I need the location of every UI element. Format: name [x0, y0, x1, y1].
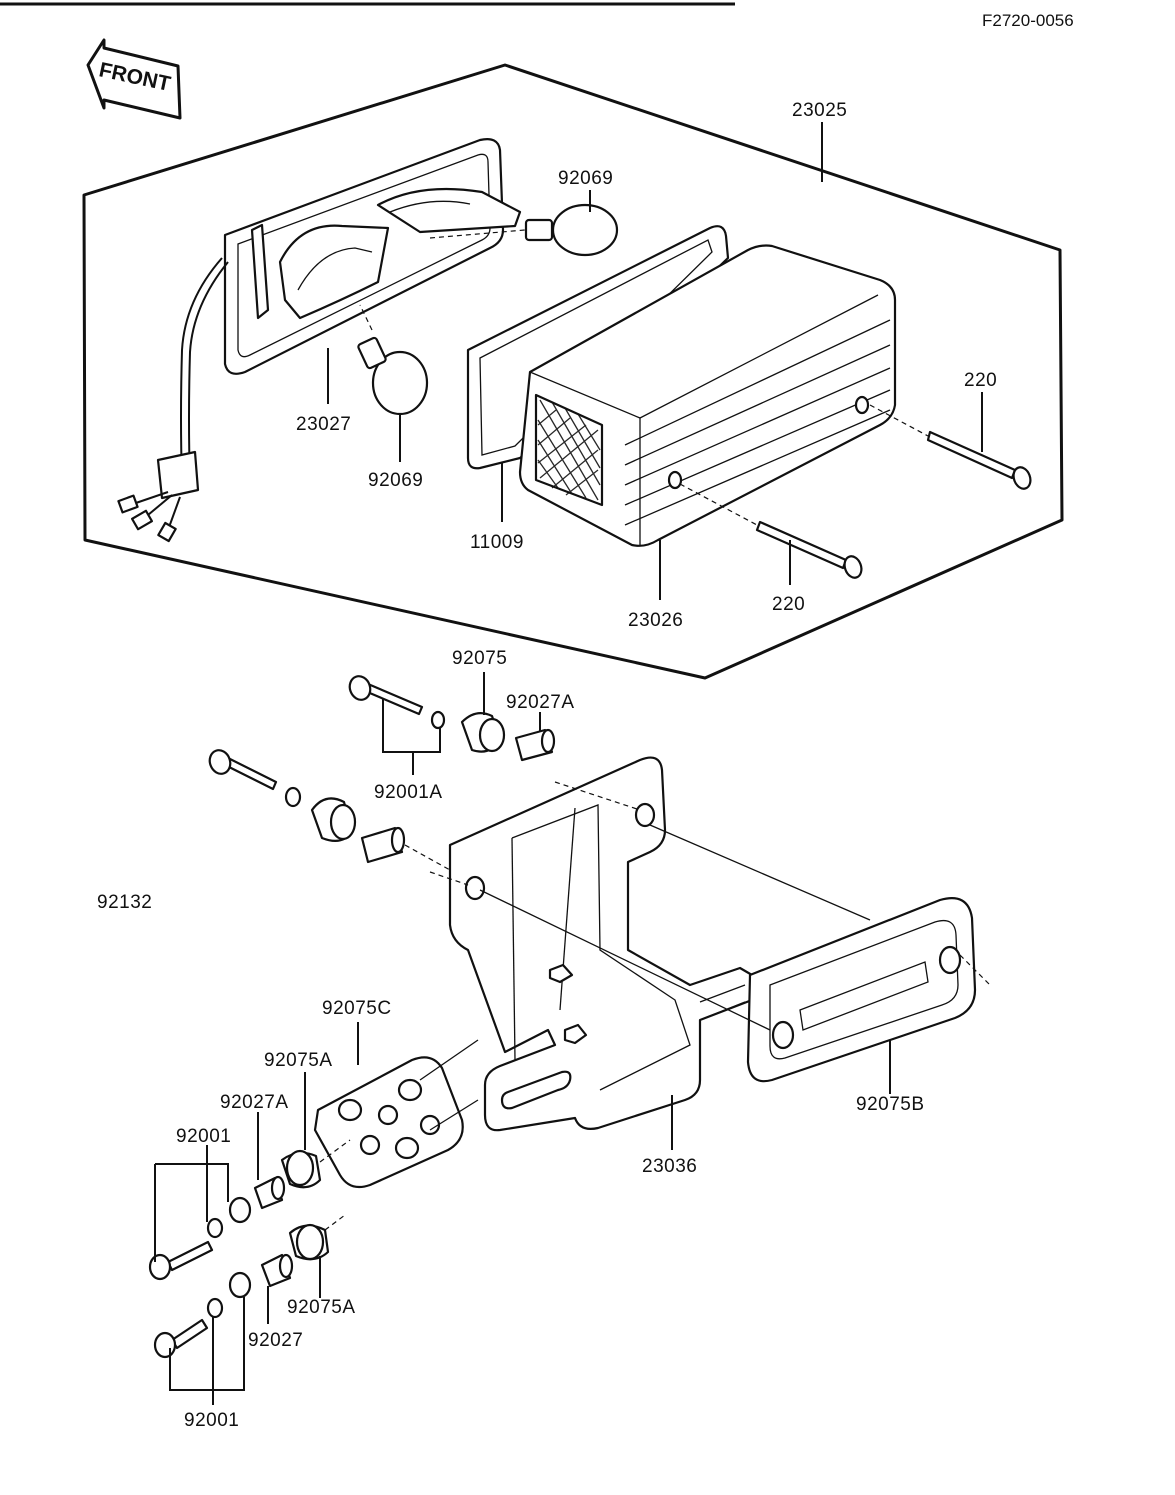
- label-92001-top: 92001: [176, 1126, 231, 1147]
- label-92027: 92027: [248, 1330, 303, 1351]
- label-92027A-top: 92027A: [506, 692, 575, 713]
- label-23027: 23027: [296, 414, 351, 435]
- collar-92027: [260, 1253, 294, 1288]
- screw-220-bottom: [679, 483, 863, 579]
- label-92069-top: 92069: [558, 168, 613, 189]
- bolt-92001-upper: [148, 1196, 252, 1281]
- front-arrow-icon: FRONT: [86, 38, 182, 120]
- collar-lower: [360, 826, 451, 871]
- grommet-92075: [460, 711, 506, 753]
- collar-92027A-lower: [253, 1175, 286, 1210]
- screw-220-right: [869, 404, 1032, 490]
- label-92075C: 92075C: [322, 998, 392, 1019]
- svg-text:FRONT: FRONT: [97, 58, 173, 96]
- lens-23026: [518, 244, 897, 547]
- label-92027A-left: 92027A: [220, 1092, 289, 1113]
- part-labels: 23025 92069 23027 92069 220 11009 23026 …: [97, 100, 997, 1431]
- bulb-92069-top: [429, 203, 619, 257]
- mount-plate-92075C: [313, 1039, 479, 1189]
- bulb-92069-bottom: [357, 304, 429, 416]
- label-92075B: 92075B: [856, 1094, 925, 1115]
- label-220-bottom: 220: [772, 594, 805, 615]
- label-92001A: 92001A: [374, 782, 443, 803]
- grommet-92075A-upper: [280, 1139, 351, 1189]
- label-220-right: 220: [964, 370, 997, 391]
- label-92069-bottom: 92069: [368, 470, 423, 491]
- label-92001-bottom: 92001: [184, 1410, 239, 1431]
- assembly-outline: [82, 63, 1064, 680]
- lamp-housing-23027: [117, 138, 522, 543]
- label-23026: 23026: [628, 610, 683, 631]
- label-92075A-top: 92075A: [264, 1050, 333, 1071]
- collar-92027A-upper: [514, 728, 556, 762]
- pad-92075B: [479, 824, 991, 1083]
- label-11009: 11009: [470, 532, 524, 553]
- leader-lines: [154, 122, 983, 1405]
- bolt-92001A-upper: [348, 675, 446, 730]
- label-23036: 23036: [642, 1156, 697, 1177]
- label-92075: 92075: [452, 648, 507, 669]
- label-23025: 23025: [792, 100, 847, 121]
- bolt-lower-left: [208, 749, 302, 808]
- ref-code: F2720-0056: [982, 11, 1074, 30]
- bolt-92001-lower: [153, 1271, 252, 1359]
- label-92132: 92132: [97, 892, 152, 913]
- grommet-92075A-lower: [288, 1214, 346, 1261]
- label-92075A-bottom: 92075A: [287, 1297, 356, 1318]
- grommet-lower: [310, 797, 357, 843]
- bracket-23036: [429, 756, 754, 1132]
